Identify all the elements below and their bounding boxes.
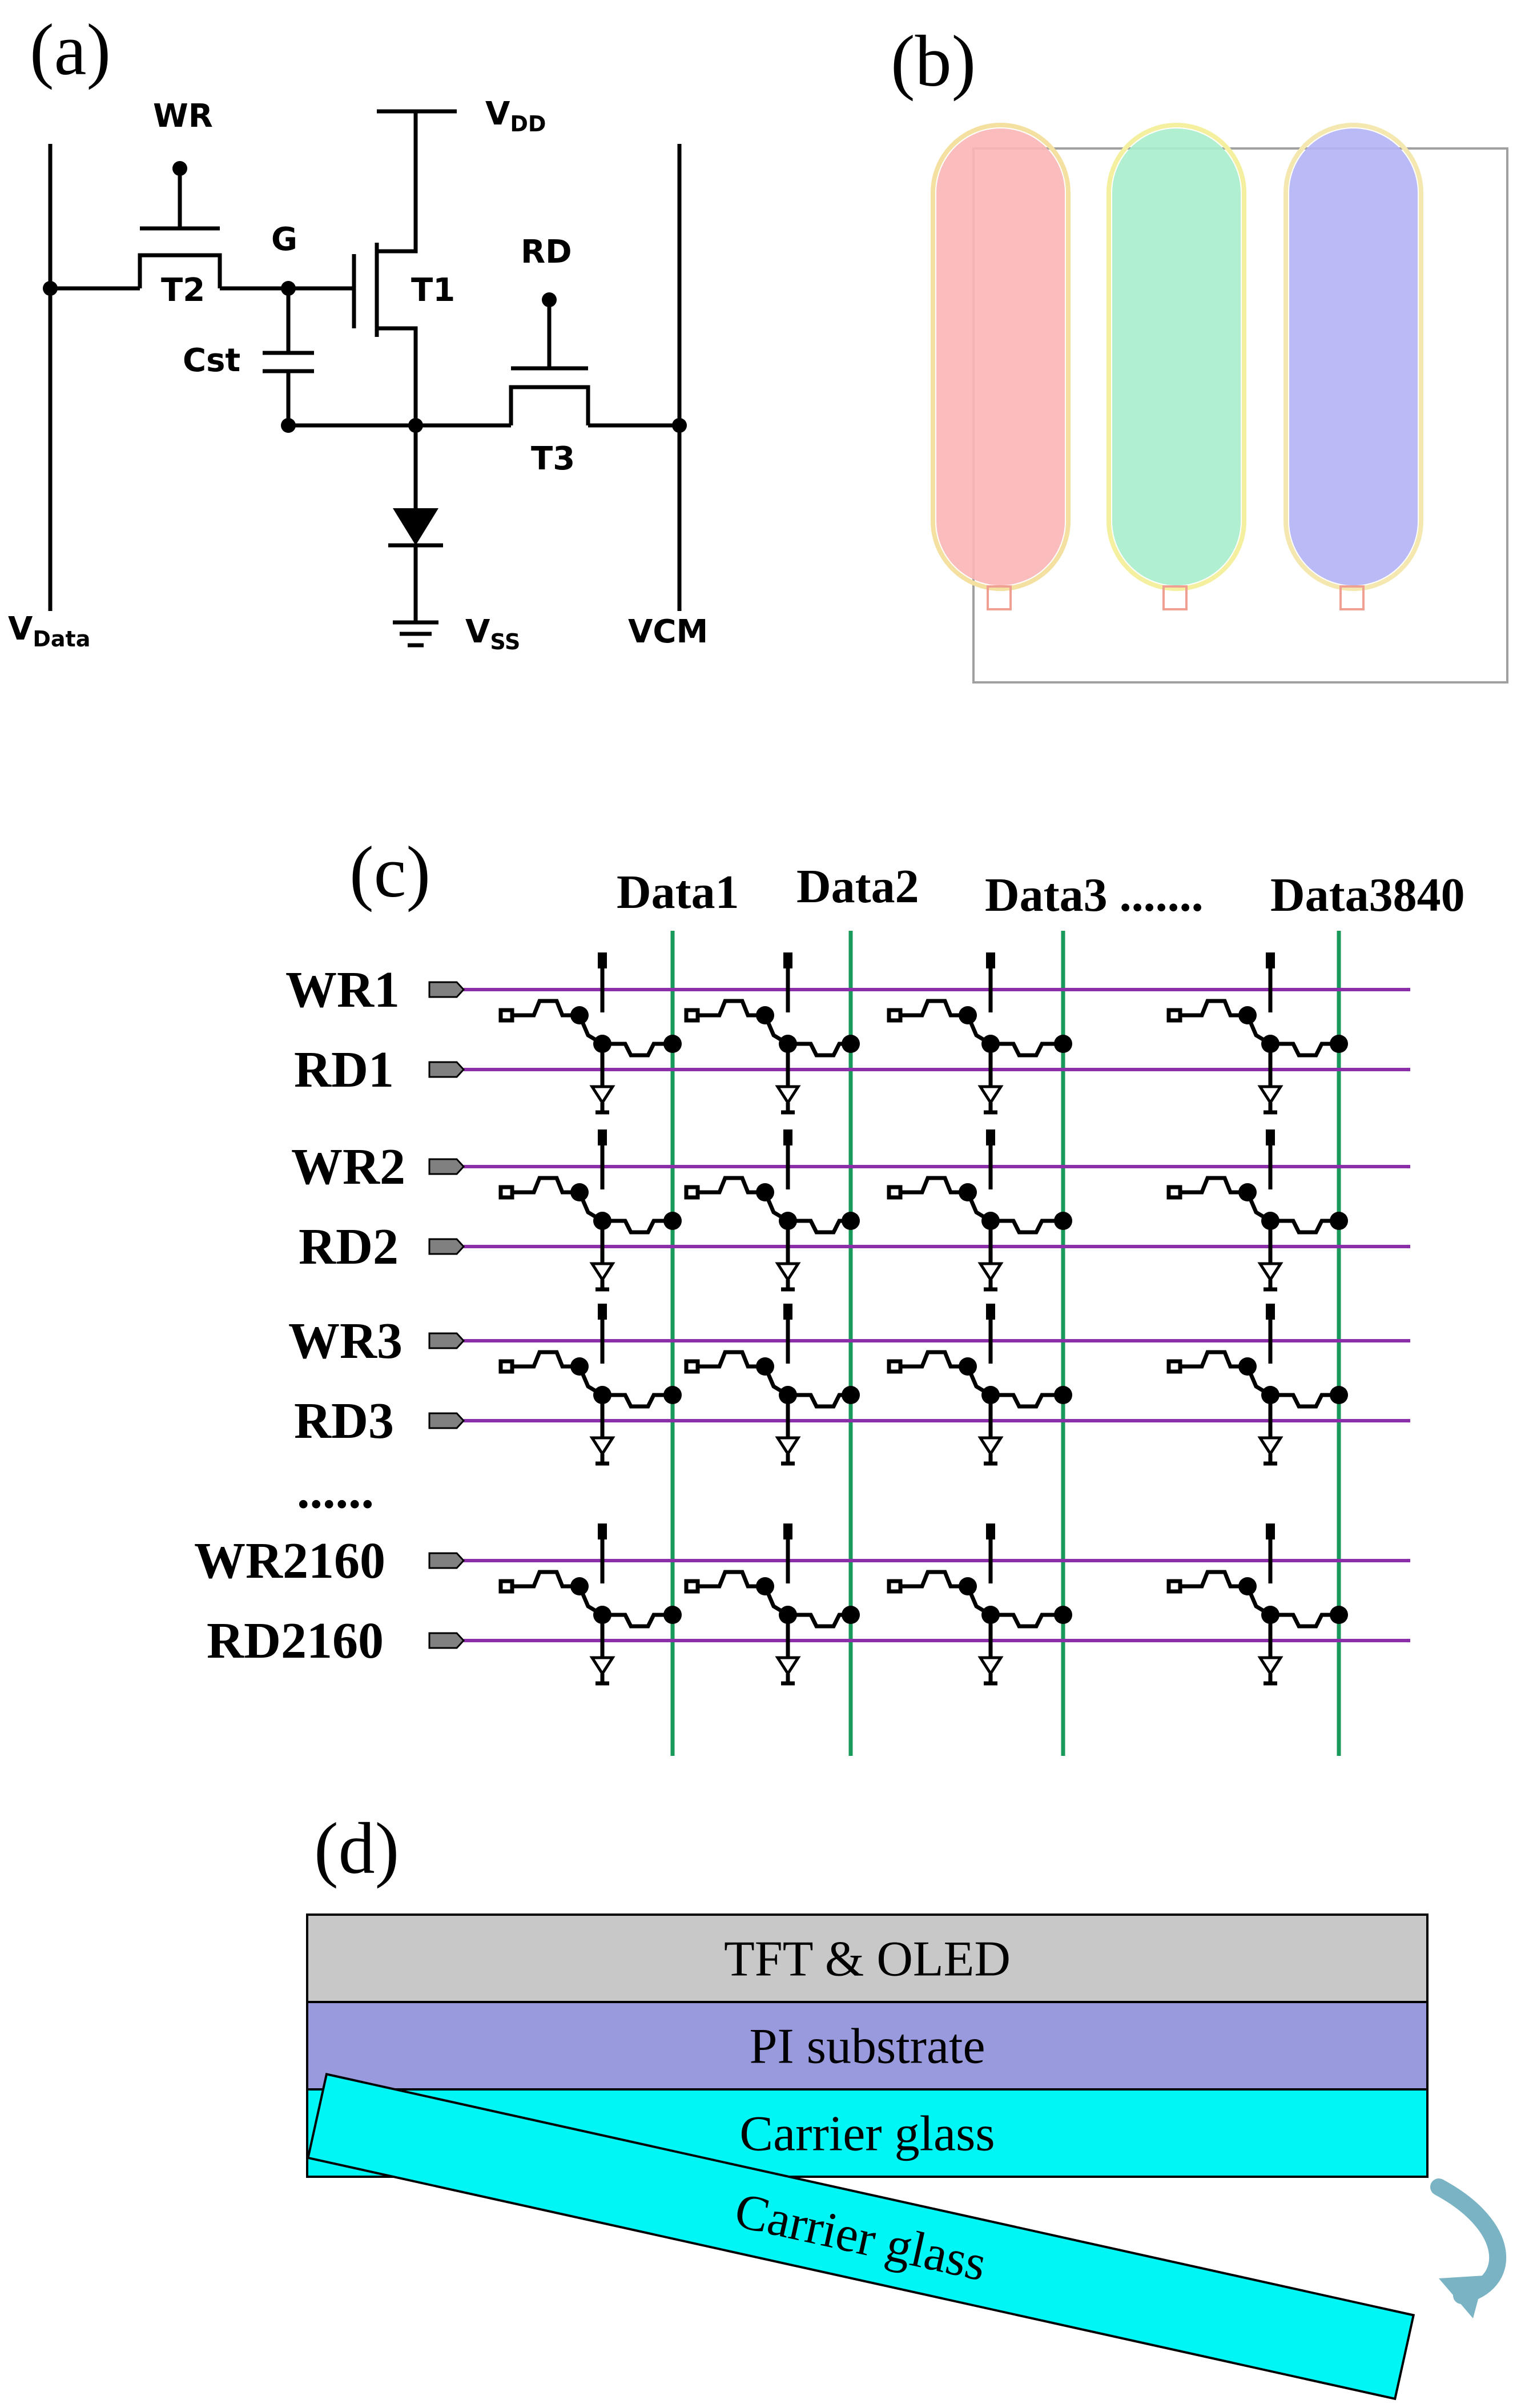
- row-label: WR3: [288, 1313, 403, 1369]
- panel-label-c: (c): [349, 831, 430, 912]
- label-vcm: VCM: [628, 613, 708, 650]
- row-ellipsis: ......: [297, 1462, 374, 1519]
- panel-a: (a): [8, 9, 708, 654]
- peel-arrow-icon: [1430, 2178, 1507, 2318]
- column-label: Data1: [617, 866, 739, 919]
- subpixel-tft-marker: [987, 585, 1012, 610]
- row-label: RD1: [294, 1042, 394, 1098]
- pixel-cell-icon: [498, 1304, 682, 1466]
- label-vdata: VData: [8, 610, 90, 652]
- pixel-cell-icon: [1166, 1523, 1348, 1686]
- subpixel-emitter: [1289, 128, 1418, 585]
- subpixel-outline: [1283, 123, 1423, 591]
- stack-layer-label: Carrier glass: [739, 2107, 995, 2162]
- row-driver-icon: [428, 1332, 465, 1349]
- pixel-cell-icon: [498, 952, 682, 1115]
- pixel-cells: [498, 952, 1348, 1686]
- label-t2: T2: [161, 272, 205, 309]
- column-label: Data3 .......: [985, 869, 1204, 922]
- row-label: WR2: [291, 1139, 405, 1195]
- label-t1: T1: [411, 272, 455, 309]
- pixel-cell-icon: [887, 952, 1072, 1115]
- label-rd: RD: [521, 234, 572, 271]
- label-cst: Cst: [183, 342, 240, 379]
- pixel-cell-icon: [684, 1523, 860, 1686]
- stack-layer-label: TFT & OLED: [724, 1932, 1011, 1987]
- row-driver-icon: [428, 1061, 465, 1078]
- subpixel-tft-marker: [1339, 585, 1365, 610]
- subpixel-emitter: [936, 128, 1065, 585]
- subpixel-group: [931, 123, 1423, 610]
- row-driver-icon: [428, 1552, 465, 1569]
- pixel-cell-icon: [684, 952, 860, 1115]
- label-t3: T3: [531, 440, 575, 477]
- stack-layer-label: PI substrate: [749, 2019, 985, 2075]
- row-driver-icon: [428, 1632, 465, 1649]
- pixel-cell-icon: [887, 1523, 1072, 1686]
- row-label: WR1: [285, 962, 400, 1018]
- label-g: G: [271, 221, 297, 258]
- array-lines: [464, 931, 1410, 1756]
- pixel-cell-icon: [1166, 1304, 1348, 1466]
- column-label: Data2: [796, 860, 919, 913]
- row-driver-icon: [428, 1412, 465, 1429]
- column-labels: Data1 Data2 Data3 ....... Data3840: [617, 860, 1465, 922]
- pixel-cell-icon: [1166, 1129, 1348, 1292]
- pixel-cell-icon: [887, 1304, 1072, 1466]
- subpixel-emitter: [1112, 128, 1241, 585]
- pixel-cell-icon: [498, 1523, 682, 1686]
- row-driver-icon: [428, 1158, 465, 1175]
- pixel-circuit-wires: [48, 109, 682, 648]
- pixel-cell-icon: [887, 1129, 1072, 1292]
- panel-label-a: (a): [30, 9, 111, 90]
- row-label: RD3: [294, 1393, 394, 1449]
- subpixel-outline: [1106, 123, 1246, 591]
- row-driver-icon: [428, 981, 465, 998]
- label-vdd: VDD: [485, 95, 546, 136]
- detached-glass-layer: [307, 2073, 1415, 2401]
- panel-c: (c) Data1 Data2 Data3 ....... Data3840 WR1R…: [194, 831, 1465, 1756]
- junction-dots: [43, 161, 687, 433]
- label-wr: WR: [153, 98, 213, 135]
- oled-diode-icon: [393, 508, 438, 545]
- stack-layer: [306, 1913, 1429, 2003]
- subpixel-outline: [931, 123, 1071, 591]
- panel-label-b: (b): [891, 21, 976, 102]
- column-label: Data3840: [1270, 869, 1465, 922]
- pixel-cell-icon: [684, 1304, 860, 1466]
- pixel-cell-icon: [684, 1129, 860, 1292]
- panel-b: (b): [891, 21, 1508, 684]
- row-label: WR2160: [194, 1533, 385, 1589]
- label-vss: VSS: [465, 613, 520, 654]
- subpixel-tft-marker: [1162, 585, 1188, 610]
- row-label: RD2: [299, 1219, 399, 1275]
- stack-layer: [306, 2001, 1429, 2091]
- pixel-cell-icon: [498, 1129, 682, 1292]
- row-driver-icon: [428, 1238, 465, 1255]
- row-label: RD2160: [207, 1613, 384, 1669]
- pixel-cell-icon: [1166, 952, 1348, 1115]
- panel-label-d: (d): [314, 1808, 399, 1889]
